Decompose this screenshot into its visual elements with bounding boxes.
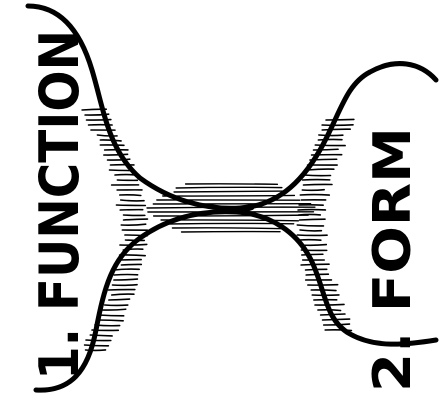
hatch-stroke [100, 140, 121, 141]
hatch-stroke [302, 190, 324, 191]
form-label: 2. FORM [363, 127, 423, 392]
hatch-stroke [326, 119, 354, 120]
function-label: 1. FUNCTION [28, 30, 91, 380]
hatch-stroke [319, 135, 343, 136]
hatch-stroke [108, 159, 130, 160]
hatch-stroke [172, 228, 284, 229]
hatch-stroke [121, 224, 145, 225]
hatch-stroke [98, 320, 124, 321]
hatch-stroke [95, 325, 120, 326]
hatch-stroke [306, 274, 328, 275]
hatch-stroke [97, 135, 117, 136]
hatch-stroke [120, 255, 146, 256]
hatch-stroke [304, 175, 331, 176]
hatch-stroke [315, 304, 344, 305]
hatch-stroke [109, 170, 133, 171]
hatch-stroke [307, 169, 333, 170]
hatch-stroke [303, 184, 331, 185]
hatch-stroke [325, 330, 351, 331]
hatch-stroke [324, 324, 350, 325]
hatch-stroke [112, 285, 137, 286]
hatch-stroke [306, 269, 327, 270]
hatch-stroke [176, 187, 282, 188]
hatch-stroke [310, 159, 337, 160]
hatch-stroke [297, 225, 323, 226]
hatch-stroke [121, 200, 144, 201]
hatch-stroke [300, 245, 327, 246]
hatch-stroke [174, 191, 288, 192]
hatch-stroke [154, 215, 309, 216]
hatch-stroke [186, 184, 278, 185]
hatch-stroke [90, 335, 112, 336]
hatch-stroke [318, 310, 341, 311]
hatch-stroke [109, 299, 130, 300]
hatch-stroke [120, 244, 147, 245]
hatch-stroke [124, 219, 148, 220]
hatch-stroke [323, 319, 350, 320]
hatch-stroke [299, 240, 320, 241]
hatch-stroke [120, 195, 141, 196]
hatch-stroke [114, 269, 139, 270]
hatch-stroke [298, 214, 320, 215]
hatch-stroke [98, 315, 123, 316]
hatch-stroke [302, 254, 323, 255]
hatch-stroke [121, 264, 141, 265]
hatch-stroke [104, 154, 128, 155]
hatch-stroke [114, 279, 137, 280]
hatch-stroke [102, 309, 126, 310]
hatch-stroke [300, 219, 325, 220]
hourglass-hatching [82, 109, 354, 350]
hatch-stroke [167, 223, 293, 224]
hatch-stroke [311, 290, 336, 291]
hatch-stroke [314, 149, 339, 150]
hatch-stroke [315, 145, 345, 146]
hatch-stroke [322, 125, 353, 126]
hatch-stroke [163, 195, 295, 196]
hatch-stroke [300, 230, 321, 231]
hatch-stroke [318, 139, 342, 140]
hatch-stroke [322, 129, 350, 130]
hatch-stroke [125, 235, 147, 236]
hatch-stroke [301, 264, 329, 265]
hatch-stroke [147, 207, 315, 208]
hatch-stroke [123, 249, 142, 250]
hatch-stroke [321, 314, 345, 315]
hatch-stroke [112, 294, 134, 295]
hatch-stroke [161, 220, 298, 221]
